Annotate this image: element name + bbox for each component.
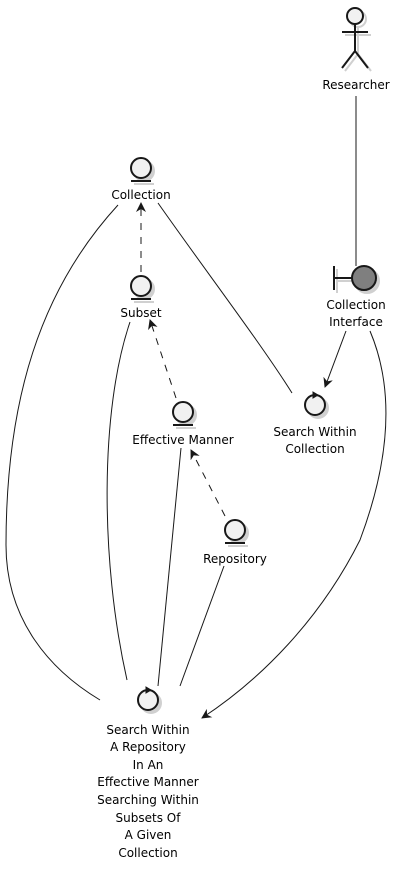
edge-subset-to-search-within-repository <box>106 321 131 681</box>
connections <box>5 96 387 719</box>
collection-interface-boundary[interactable]: Collection Interface <box>326 265 386 329</box>
search-within-repository-label-line-8: Collection <box>118 846 177 860</box>
repository-label: Repository <box>203 552 267 566</box>
edge-repository-to-effective-manner-dashed <box>190 449 226 517</box>
collection-interface-label-line-1: Collection <box>326 298 385 312</box>
search-within-repository-label-line-7: A Given <box>125 828 172 842</box>
edge-collection-interface-to-search-within-collection <box>323 330 347 388</box>
edge-effective-manner-to-subset-dashed <box>148 319 177 399</box>
researcher-actor[interactable]: Researcher <box>322 7 390 92</box>
collection-label: Collection <box>111 188 170 202</box>
researcher-label: Researcher <box>322 78 389 92</box>
edge-collection-to-search-within-collection <box>157 202 293 394</box>
subset-label: Subset <box>120 306 161 320</box>
search-within-repository-label-line-6: Subsets Of <box>116 811 182 825</box>
search-within-repository-control[interactable]: Search Within A Repository In An Effecti… <box>97 686 199 860</box>
edge-collection-to-search-within-repository <box>5 204 119 701</box>
edge-effective-manner-to-search-within-repository <box>157 447 182 687</box>
entity-icon <box>130 275 155 303</box>
search-within-collection-label-line-2: Collection <box>285 442 344 456</box>
search-within-repository-label-line-5: Searching Within <box>97 793 199 807</box>
control-icon <box>137 686 162 714</box>
search-within-repository-label-line-1: Search Within <box>106 723 189 737</box>
control-icon <box>304 391 329 419</box>
search-within-repository-label-line-3: In An <box>133 758 164 772</box>
subset-entity[interactable]: Subset <box>120 275 162 320</box>
search-within-repository-label-line-4: Effective Manner <box>97 775 198 789</box>
effective-manner-entity[interactable]: Effective Manner <box>132 401 234 447</box>
edge-collection-interface-to-search-within-repository <box>201 330 387 719</box>
collection-entity[interactable]: Collection <box>111 157 171 202</box>
entity-icon <box>172 401 197 429</box>
stick-figure-actor-icon <box>341 7 372 72</box>
boundary-icon <box>333 265 380 294</box>
collection-interface-label-line-2: Interface <box>329 315 383 329</box>
search-within-collection-label-line-1: Search Within <box>273 425 356 439</box>
edge-repository-to-search-within-repository <box>179 565 225 687</box>
search-within-repository-label-line-2: A Repository <box>110 740 186 754</box>
entity-icon <box>130 157 155 185</box>
search-within-collection-control[interactable]: Search Within Collection <box>273 391 357 456</box>
entity-icon <box>224 519 249 547</box>
repository-entity[interactable]: Repository <box>203 519 267 566</box>
effective-manner-label: Effective Manner <box>132 433 233 447</box>
